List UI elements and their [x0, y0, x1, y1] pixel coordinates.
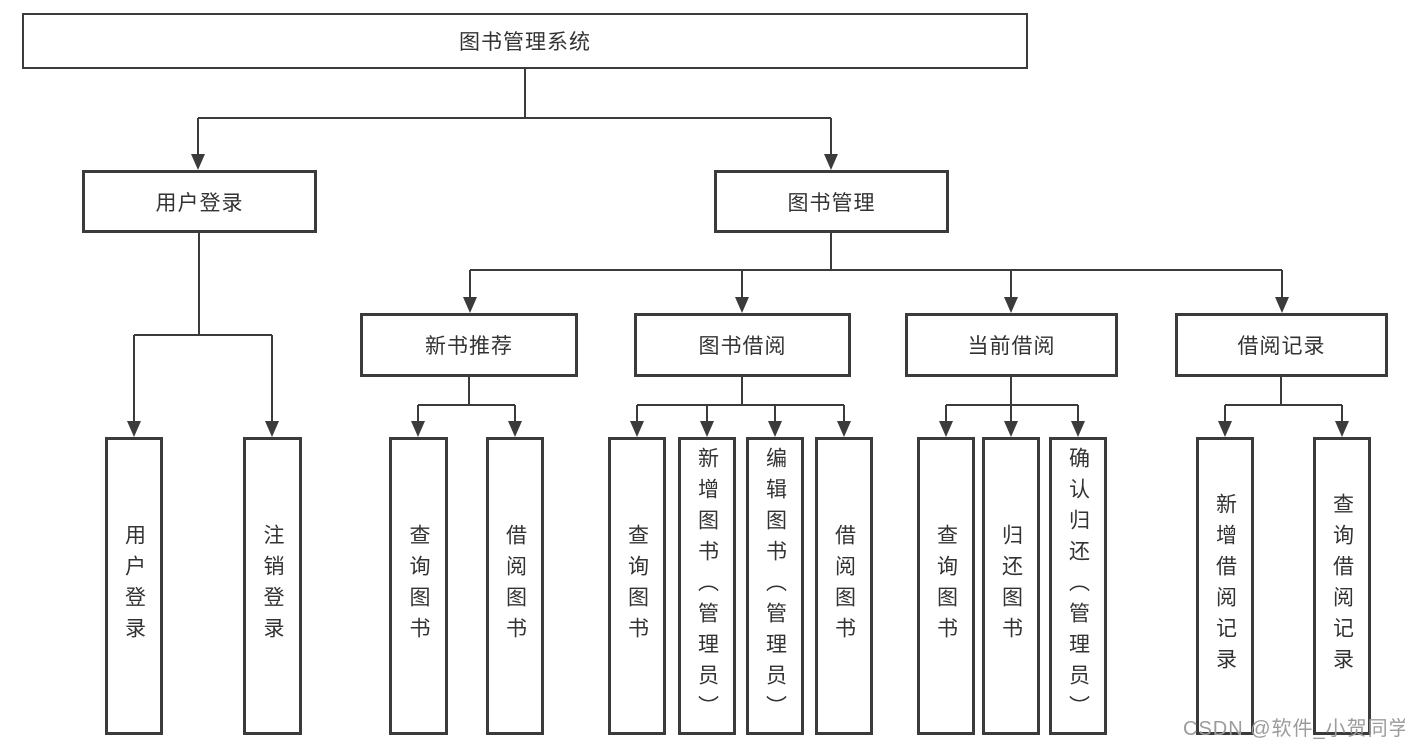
root-label: 图书管理系统: [459, 31, 591, 54]
leaf-query-books-3: 查询图书: [917, 437, 975, 735]
csdn-watermark: CSDN @软件_小贺同学: [1183, 718, 1405, 740]
leaf-label: 编辑图书（管理员）: [763, 446, 787, 726]
leaf-edit-book-admin: 编辑图书（管理员）: [746, 437, 804, 735]
node-label: 图书借阅: [698, 335, 787, 358]
leaf-borrow-books-1: 借阅图书: [486, 437, 544, 735]
leaf-label: 查询借阅记录: [1330, 493, 1354, 679]
leaf-borrow-books-2: 借阅图书: [815, 437, 873, 735]
node-label: 新书推荐: [425, 335, 513, 358]
node-book-management: 图书管理: [714, 170, 949, 233]
node-label: 当前借阅: [967, 335, 1056, 358]
leaf-user-login: 用户登录: [105, 437, 163, 735]
node-label: 图书管理: [787, 191, 876, 215]
leaf-label: 注销登录: [261, 524, 284, 648]
leaf-query-books-2: 查询图书: [608, 437, 666, 735]
node-label: 用户登录: [155, 191, 244, 215]
leaf-add-borrow-record: 新增借阅记录: [1196, 437, 1254, 735]
node-label: 借阅记录: [1237, 335, 1326, 358]
leaf-query-books-1: 查询图书: [389, 437, 448, 735]
leaf-query-borrow-record: 查询借阅记录: [1313, 437, 1371, 735]
leaf-label: 归还图书: [999, 524, 1023, 648]
leaf-return-book: 归还图书: [982, 437, 1040, 735]
leaf-label: 新增借阅记录: [1213, 493, 1237, 679]
leaf-label: 用户登录: [122, 524, 146, 648]
node-new-book-recommend: 新书推荐: [360, 313, 578, 377]
leaf-label: 查询图书: [934, 524, 958, 648]
leaf-add-book-admin: 新增图书（管理员）: [678, 437, 736, 735]
root-box-library-system: 图书管理系统: [22, 13, 1028, 69]
leaf-logout: 注销登录: [243, 437, 302, 735]
leaf-label: 借阅图书: [503, 524, 527, 648]
node-current-borrow: 当前借阅: [905, 313, 1118, 377]
leaf-label: 确认归还（管理员）: [1066, 446, 1090, 726]
leaf-label: 查询图书: [625, 524, 649, 648]
leaf-confirm-return-admin: 确认归还（管理员）: [1049, 437, 1107, 735]
node-borrow-records: 借阅记录: [1175, 313, 1388, 377]
node-user-login: 用户登录: [82, 170, 317, 233]
leaf-label: 借阅图书: [832, 524, 856, 648]
node-book-borrow: 图书借阅: [634, 313, 851, 377]
leaf-label: 查询图书: [407, 524, 430, 648]
leaf-label: 新增图书（管理员）: [695, 446, 719, 726]
